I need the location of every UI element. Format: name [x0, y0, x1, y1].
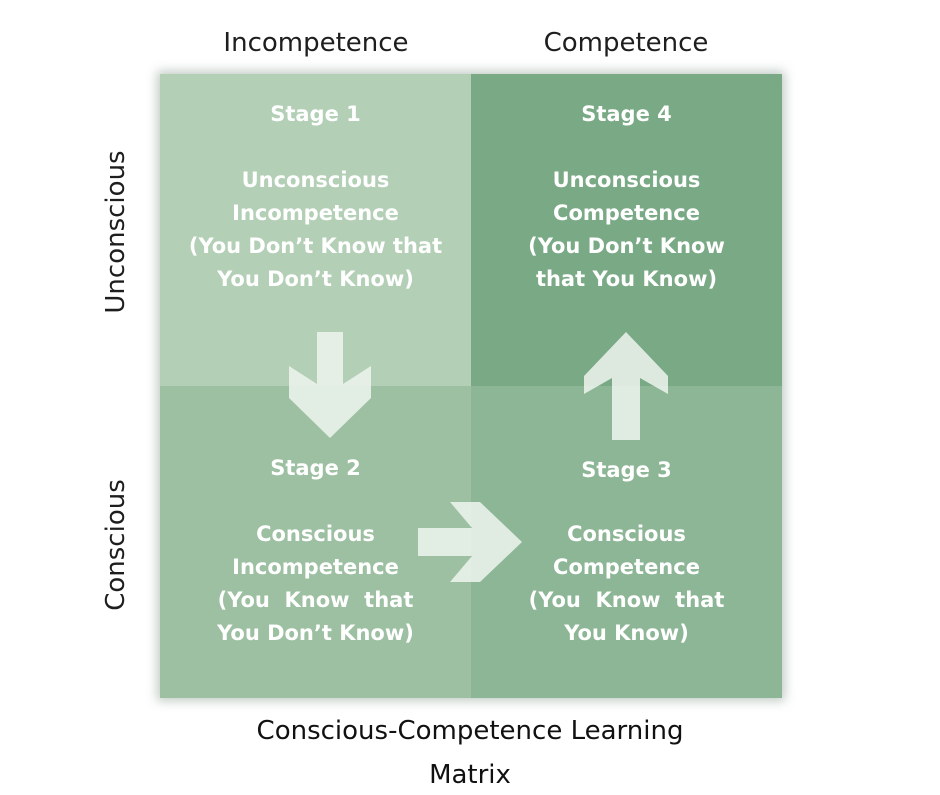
- diagram-caption-line-2: Matrix: [429, 760, 511, 790]
- quadrant-stage-4: Stage 4 Unconscious Competence (You Don’…: [471, 74, 782, 386]
- stage-3-line: (You Know that: [528, 588, 725, 612]
- stage-4-line: that You Know): [535, 267, 718, 291]
- stage-1-line: (You Don’t Know that: [188, 234, 443, 258]
- stage-4-line: Unconscious: [552, 168, 701, 192]
- column-header-incompetence: Incompetence: [223, 28, 409, 58]
- column-header-competence: Competence: [543, 28, 709, 58]
- arrow-down-icon: [289, 332, 371, 438]
- stage-1-line: Incompetence: [232, 201, 399, 225]
- stage-1-title: Stage 1: [270, 102, 361, 126]
- stage-3-title: Stage 3: [581, 458, 672, 482]
- stage-4-line: Competence: [553, 201, 700, 225]
- stage-2-line: (You Know that: [217, 588, 414, 612]
- diagram-caption-line-1: Conscious-Competence Learning: [256, 716, 684, 746]
- stage-2-line: You Don’t Know): [217, 621, 414, 645]
- row-header-conscious-label: Conscious: [101, 479, 131, 611]
- stage-1-description: Unconscious Incompetence (You Don’t Know…: [160, 164, 471, 296]
- quadrant-stage-2: Stage 2 Conscious Incompetence (You Know…: [160, 386, 471, 698]
- arrow-right-icon: [418, 502, 522, 582]
- stage-1-line: You Don’t Know): [217, 267, 414, 291]
- stage-3-line: You Know): [564, 621, 689, 645]
- stage-2-description: Conscious Incompetence (You Know that Yo…: [160, 518, 471, 650]
- arrow-up-icon: [584, 332, 668, 440]
- stage-3-line: Conscious: [567, 522, 686, 546]
- stage-4-title: Stage 4: [581, 102, 672, 126]
- stage-2-title: Stage 2: [270, 456, 361, 480]
- competence-matrix: Stage 1 Unconscious Incompetence (You Do…: [160, 74, 782, 698]
- stage-1-line: Unconscious: [241, 168, 390, 192]
- stage-3-line: Competence: [553, 555, 700, 579]
- stage-2-line: Incompetence: [232, 555, 399, 579]
- quadrant-stage-1: Stage 1 Unconscious Incompetence (You Do…: [160, 74, 471, 386]
- stage-4-description: Unconscious Competence (You Don’t Know t…: [471, 164, 782, 296]
- row-header-unconscious-label: Unconscious: [101, 150, 131, 314]
- stage-2-line: Conscious: [256, 522, 375, 546]
- stage-4-line: (You Don’t Know: [528, 234, 725, 258]
- stage-3-description: Conscious Competence (You Know that You …: [471, 518, 782, 650]
